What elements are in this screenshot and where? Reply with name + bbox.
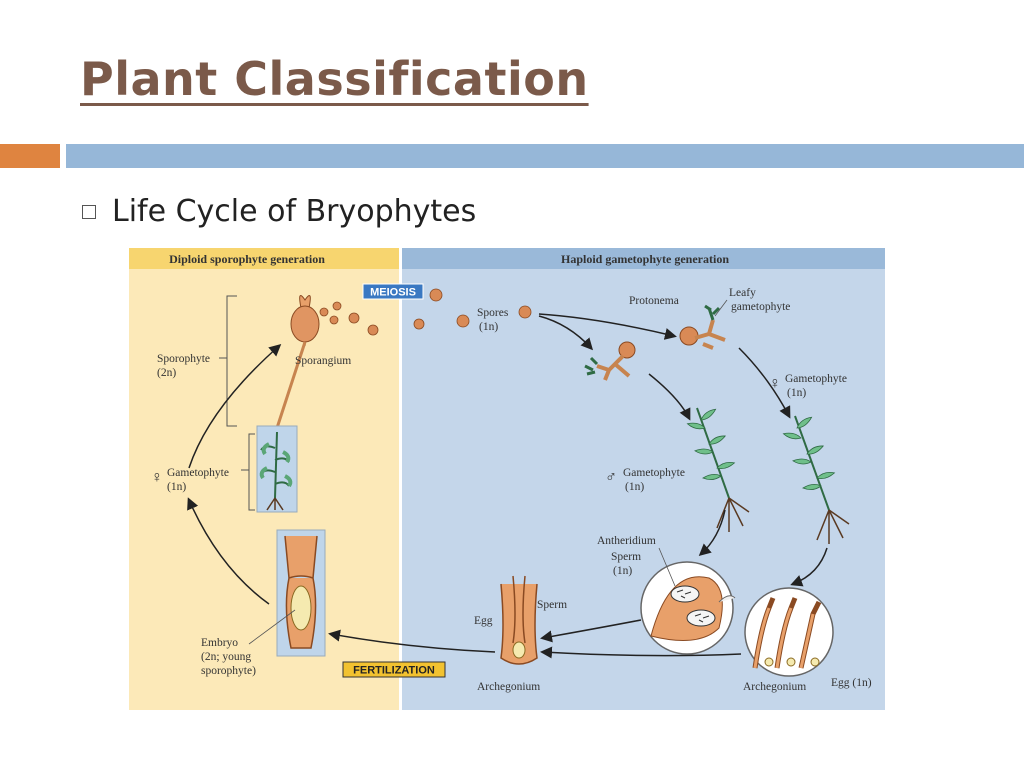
label-spores: Spores: [477, 307, 509, 319]
label-protonema: Protonema: [629, 295, 679, 307]
label-egg: Egg: [474, 615, 493, 627]
label-embryo-2: (2n; young: [201, 651, 251, 663]
label-antheridium: Antheridium: [597, 535, 656, 547]
female-symbol-icon-right: ♀: [769, 375, 781, 392]
accent-bar-orange: [0, 144, 60, 168]
female-symbol-icon: ♀: [151, 469, 163, 486]
label-sperm-center: Sperm: [537, 599, 567, 611]
label-archegonium-right: Archegonium: [743, 681, 806, 693]
accent-bar-blue: [66, 144, 1024, 168]
label-sporophyte: Sporophyte: [157, 353, 210, 365]
label-sporangium: Sporangium: [295, 355, 351, 367]
germinating-spore-illustration: [584, 341, 636, 381]
label-gametophyte-left-ploidy: (1n): [167, 481, 186, 493]
arrow-to-archegonium-detail: [790, 547, 828, 587]
haploid-header-bar: [402, 248, 885, 269]
sporophyte-illustration: [256, 295, 320, 513]
label-leafy-2: gametophyte: [731, 301, 790, 313]
label-sporophyte-ploidy: (2n): [157, 367, 176, 379]
male-symbol-icon: ♂: [605, 469, 617, 486]
label-embryo: Embryo: [201, 637, 238, 649]
label-sperm: Sperm: [611, 551, 641, 563]
embryo-pointer: [248, 609, 296, 645]
meiosis-tag: [362, 283, 424, 300]
female-gametophyte-plant: [782, 415, 850, 544]
arrow-to-female-gametophyte: [738, 347, 791, 419]
label-sperm-ploidy: (1n): [613, 565, 632, 577]
fertilization-tag: [342, 661, 446, 678]
label-male-gametophyte: Gametophyte: [623, 467, 685, 479]
leafy-pointer: [714, 299, 728, 317]
protonema-illustration: [679, 304, 726, 350]
bryophyte-life-cycle-diagram: Diploid sporophyte generation Haploid ga…: [129, 248, 885, 710]
arrow-archegonium-to-center: [540, 646, 742, 659]
arrow-spores-to-protonema: [538, 313, 677, 340]
diploid-header-bar: [129, 248, 399, 269]
embryo-illustration: [276, 529, 326, 657]
released-spores: [319, 288, 532, 336]
bullet-text: Life Cycle of Bryophytes: [112, 194, 477, 229]
gametophyte-bracket: [241, 433, 255, 511]
haploid-header: Haploid gametophyte generation: [561, 252, 729, 266]
antheridium-pointer: [658, 547, 676, 587]
arrow-to-antheridium: [698, 509, 726, 556]
bullet-item: Life Cycle of Bryophytes: [82, 194, 476, 229]
label-egg-1n: Egg (1n): [831, 677, 872, 689]
label-female-gametophyte: Gametophyte: [785, 373, 847, 385]
male-gametophyte-plant: [686, 407, 750, 532]
label-male-gametophyte-ploidy: (1n): [625, 481, 644, 493]
slide-title: Plant Classification: [80, 52, 589, 106]
arrow-gametophyte-to-sporophyte: [188, 344, 282, 469]
fertilization-tag-text: FERTILIZATION: [353, 665, 435, 677]
arrow-embryo-to-gametophyte: [187, 497, 270, 605]
meiosis-tag-text: MEIOSIS: [370, 287, 416, 299]
label-archegonium-center: Archegonium: [477, 681, 540, 693]
archegonium-fertilization: [500, 575, 538, 665]
arrow-to-male-gametophyte: [648, 373, 691, 421]
label-female-gametophyte-ploidy: (1n): [787, 387, 806, 399]
archegonium-detail: [744, 587, 834, 677]
arrow-antheridium-to-egg: [540, 619, 642, 643]
label-leafy: Leafy: [729, 287, 756, 299]
arrow-fertilization-to-embryo: [328, 629, 496, 653]
sporophyte-bracket: [219, 295, 237, 427]
bullet-square-icon: [82, 204, 96, 219]
label-spores-ploidy: (1n): [479, 321, 498, 333]
antheridium-detail: [640, 561, 736, 655]
label-embryo-3: sporophyte): [201, 665, 256, 677]
arrow-spores-to-germling: [538, 315, 594, 351]
label-gametophyte-left: Gametophyte: [167, 467, 229, 479]
diploid-header: Diploid sporophyte generation: [169, 252, 325, 266]
